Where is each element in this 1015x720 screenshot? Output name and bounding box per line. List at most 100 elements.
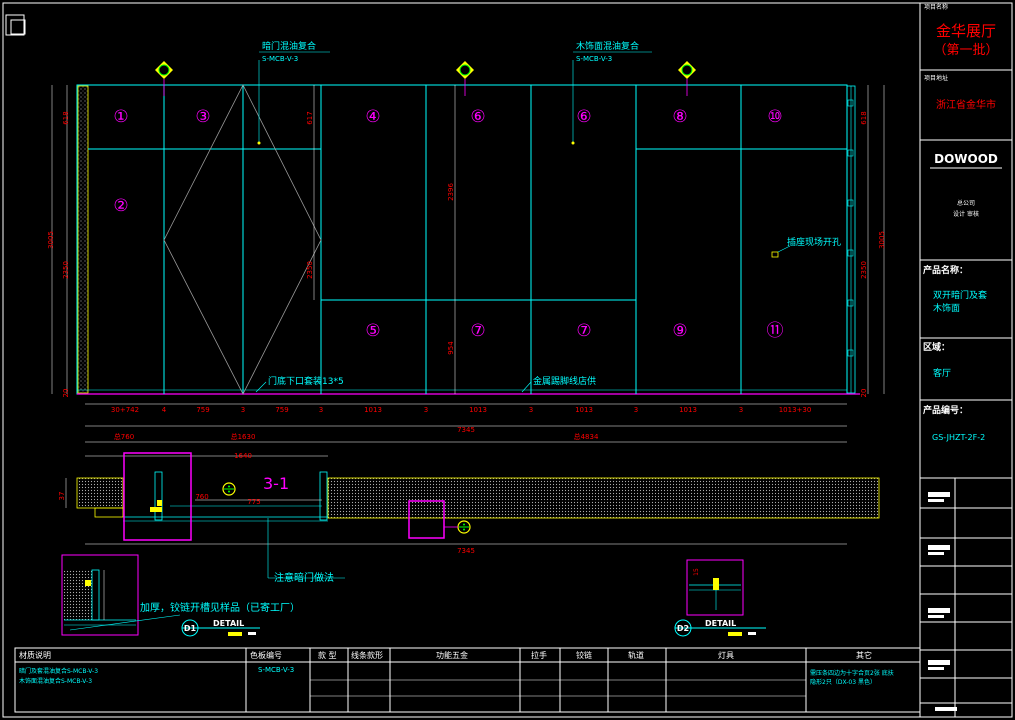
panel-number: ⑨	[672, 321, 687, 341]
callouts	[255, 51, 791, 393]
table-cell: S-MCB-V-3	[258, 666, 294, 674]
dim-label: 954	[447, 341, 455, 355]
dim-label: 15	[693, 568, 700, 576]
detail-d1-note: 加厚，铰链开槽见样品（已寄工厂）	[140, 601, 300, 614]
dim-label: 617	[306, 111, 314, 124]
product-name-line1: 双开暗门及套	[933, 289, 987, 301]
dim-label: 总4834	[574, 432, 599, 441]
area-value: 客厅	[933, 367, 951, 379]
detail-d2-title: DETAIL	[705, 619, 736, 628]
panel-number: ④	[365, 107, 380, 127]
panel-numbers: ① ③ ④ ⑥ ⑥ ⑧ ⑩ ② ⑤ ⑦ ⑦ ⑨ ⑪	[113, 107, 783, 341]
dim-label: 20	[62, 389, 70, 398]
callout-socket: 插座现场开孔	[787, 236, 841, 248]
detail-d1-title: DETAIL	[213, 619, 244, 628]
panel-number: ②	[113, 196, 128, 216]
table-header: 款 型	[318, 650, 337, 660]
corner-mark	[5, 14, 25, 36]
section-marker-icon	[222, 482, 236, 496]
table-header: 线条款形	[351, 650, 383, 660]
panel-number: ⑧	[672, 107, 687, 127]
table-header: 功能五金	[436, 650, 468, 660]
dim-label: 3	[529, 406, 533, 414]
dim-label: 3005	[878, 231, 886, 249]
dim-label: 3	[241, 406, 245, 414]
dim-label: 3005	[47, 231, 55, 249]
plan-view	[65, 452, 880, 579]
panel-number: ⑥	[470, 107, 485, 127]
dim-label: 37	[58, 492, 66, 501]
panel-number: ⑩	[767, 107, 782, 127]
table-rows: 暗门及套混油复合S-MCB-V-3 木饰面混油复合S-MCB-V-3 S-MCB…	[19, 666, 894, 686]
table-header: 色板编号	[250, 650, 282, 660]
dim-label: 2396	[447, 183, 455, 201]
dim-label: 3	[634, 406, 638, 414]
spec-table	[14, 647, 921, 713]
product-code-label: 产品编号：	[923, 404, 968, 416]
dim-label: 1013	[364, 406, 382, 414]
callout-door-bottom: 门底下口套装13*5	[268, 375, 344, 387]
elevation-marker-icon	[456, 61, 474, 96]
elevation-marker-icons	[155, 61, 696, 96]
panel-number: ③	[195, 107, 210, 127]
table-headers: 材质说明 色板编号 款 型 线条款形 功能五金 拉手 铰链 轨道 灯具 其它	[19, 650, 872, 660]
detail-d2-tag: D2	[677, 624, 689, 633]
elevation-marker-icon	[678, 61, 696, 96]
panel-number: ⑥	[576, 107, 591, 127]
dim-label: 3	[424, 406, 428, 414]
dim-label: 30+742	[111, 406, 139, 414]
dim-label: 618	[62, 111, 70, 124]
project-name-label: 项目名称	[924, 3, 948, 11]
area-label: 区域：	[923, 341, 950, 353]
title-block	[919, 2, 1013, 718]
callout-door-code: S-MCB-V-3	[262, 55, 298, 63]
table-header: 铰链	[576, 650, 592, 660]
section-label: 3-1	[263, 474, 289, 493]
table-header: 灯具	[718, 650, 734, 660]
callout-baseboard: 金属踢脚线店供	[533, 375, 596, 387]
panel-number: ⑦	[470, 321, 485, 341]
callout-veneer-code: S-MCB-V-3	[576, 55, 612, 63]
company-label: 总公司	[957, 199, 975, 207]
dim-label: 2350	[306, 261, 314, 279]
detail-d1	[61, 554, 260, 637]
plan-note: 注意暗门做法	[274, 571, 334, 584]
dim-label-total: 7345	[457, 426, 475, 434]
table-cell: 隐形2只（DX-03 黑色）	[810, 678, 876, 686]
project-batch: （第一批）	[933, 43, 998, 58]
bottom-dimension-labels: 30+742 4 759 3 759 3 1013 3 1013 3 1013 …	[111, 406, 811, 441]
vertical-dimension-labels: 618 2350 3005 20 618 2350 3005 20 617 23…	[47, 111, 886, 397]
product-code: GS-JHZT-2F-2	[932, 433, 985, 442]
dim-label: 4	[162, 406, 167, 414]
dim-label: 618	[860, 111, 868, 124]
dim-label-total: 7345	[457, 547, 475, 555]
table-header: 轨道	[628, 650, 644, 660]
dim-label: 总760	[114, 432, 134, 441]
table-cell: 暗门及套混油复合S-MCB-V-3	[19, 667, 98, 675]
panel-number: ⑦	[576, 321, 591, 341]
dim-label: 3	[319, 406, 323, 414]
dim-label: 759	[275, 406, 288, 414]
panel-number: ⑪	[767, 321, 784, 341]
table-header: 拉手	[531, 650, 547, 660]
dim-label: 775	[247, 498, 260, 506]
table-cell: 需压条四边为十字合页2张 底扶	[810, 669, 894, 677]
dim-label: 2350	[860, 261, 868, 279]
dim-label: 1013+30	[779, 406, 812, 414]
product-name-line2: 木饰面	[933, 302, 960, 314]
dim-label: 总1630	[231, 432, 256, 441]
dim-label: 1640	[234, 452, 252, 460]
horizontal-dimensions	[85, 403, 847, 443]
company-logo: DOWOOD	[934, 152, 998, 166]
table-cell: 木饰面混油复合S-MCB-V-3	[19, 677, 92, 685]
company-sub: 设计 审核	[953, 210, 979, 218]
table-header: 其它	[856, 650, 872, 660]
project-location: 浙江省金华市	[936, 98, 996, 111]
elevation-view	[76, 84, 860, 395]
panel-number: ①	[113, 107, 128, 127]
panel-number: ⑤	[365, 321, 380, 341]
dim-label: 20	[860, 389, 868, 398]
elevation-marker-icon	[155, 61, 173, 96]
dim-label: 760	[195, 493, 208, 501]
